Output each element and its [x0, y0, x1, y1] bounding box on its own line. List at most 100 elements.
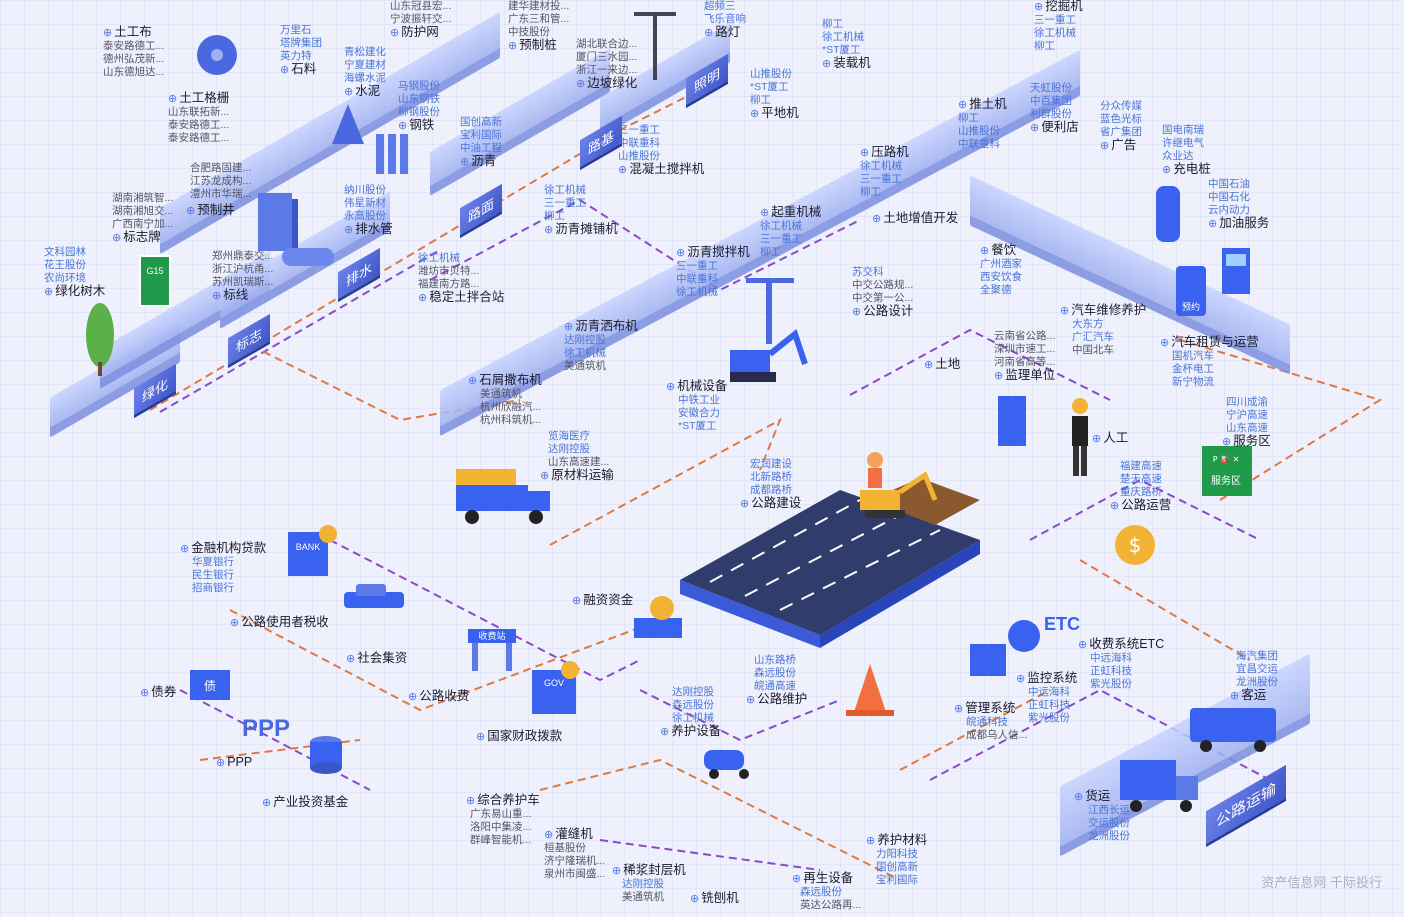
company: 三一重工 — [860, 173, 902, 185]
company: 柳钢股份 — [398, 106, 440, 118]
lamp-icon — [634, 12, 676, 80]
company: 杭州欣融汽... — [480, 401, 542, 413]
link-maint-1 — [639, 689, 841, 742]
node-title: 养护设备 — [660, 725, 721, 739]
company: 建华建材投... — [508, 0, 570, 12]
link-transport — [1079, 559, 1251, 661]
company: 美通筑机 — [564, 360, 606, 372]
node-title: 沥青摊铺机 — [544, 223, 618, 237]
rental-sign-icon: 预约 — [1176, 266, 1206, 316]
company: 中远海科 — [1090, 652, 1132, 664]
node-machinery: 机械设备 中铁工业 安徽合力 *ST厦工 — [666, 380, 727, 433]
node-convenience: 天虹股份 中百集团 利群股份 便利店 — [1030, 82, 1079, 135]
company: 全聚德 — [980, 284, 1012, 296]
link-finance-1 — [329, 539, 641, 682]
node-signboard: 湖南湘筑智... 湖南湘旭交... 广西南宁加... 标志牌 — [112, 192, 173, 245]
company: 重庆路桥 — [1120, 486, 1162, 498]
node-title: 加油服务 — [1208, 217, 1269, 231]
node-stabilized: 徐工机械 潍坊市贝特... 福建南方路... 稳定土拌合站 — [418, 252, 504, 305]
company: 正虹科技 — [1028, 699, 1070, 711]
company: 万里石 — [280, 24, 312, 36]
node-title: 预制桩 — [508, 39, 569, 53]
node-financing: 融资资金 — [572, 594, 633, 608]
company: 皖通高速 — [754, 680, 796, 692]
node-bulldozer: 推土机 柳工 山推股份 中联重科 — [958, 98, 1007, 151]
company: 飞乐音响 — [704, 13, 746, 25]
node-title: 沥青洒布机 — [564, 320, 638, 334]
node-title: 沥青搅拌机 — [676, 246, 750, 260]
company: 三一重工 — [1034, 14, 1076, 26]
svg-text:收费站: 收费站 — [478, 630, 505, 641]
company: 山推股份 — [750, 68, 792, 80]
node-grader: 山推股份 *ST厦工 柳工 平地机 — [750, 68, 799, 121]
node-slope: 湖北联合边... 厦门三水园... 浙江一来边... 边坡绿化 — [576, 38, 637, 91]
link-upstream-2 — [159, 249, 441, 413]
company: 深圳市速工... — [994, 343, 1056, 355]
node-title: 餐饮 — [980, 244, 1022, 258]
company: 塔牌集团 — [280, 37, 322, 49]
node-stone: 万里石 塔牌集团 英力特 石料 — [280, 24, 322, 77]
node-title: 社会集资 — [346, 652, 407, 666]
charger-icon — [1156, 186, 1180, 242]
company: 森远股份 — [800, 886, 842, 898]
node-repair: 汽车维修养护 大东方 广汇汽车 中国北车 — [1060, 304, 1146, 357]
company: 达刚控股 — [564, 334, 606, 346]
company: 中铁工业 — [678, 394, 720, 406]
maintain-truck-icon — [704, 750, 749, 779]
svg-text:PPP: PPP — [242, 715, 290, 742]
monitor-screen-icon — [970, 644, 1006, 676]
node-title: 汽车维修养护 — [1060, 304, 1146, 318]
company: 中国北车 — [1072, 344, 1114, 356]
company: 浙江沪杭甬... — [212, 263, 274, 275]
node-title: 客运 — [1230, 689, 1278, 703]
node-title: 装载机 — [822, 57, 871, 71]
company: 徐工机械 — [860, 160, 902, 172]
link-service — [1179, 339, 1383, 501]
node-title: 货运 — [1074, 790, 1130, 804]
node-servicearea: 四川成渝 宁沪高速 山东高速 服务区 — [1222, 396, 1271, 449]
link-maint-2 — [539, 758, 901, 881]
company: 中联重科 — [618, 137, 660, 149]
company: 柳工 — [958, 112, 979, 124]
company: 山东路桥 — [754, 654, 796, 666]
company: 徐工机械 — [1034, 27, 1076, 39]
node-title: 融资资金 — [572, 594, 633, 608]
company: 泰安路德工... — [103, 40, 165, 52]
node-title: 原材料运输 — [540, 469, 614, 483]
company: 龙洲股份 — [1088, 830, 1130, 842]
node-title: 石料 — [280, 63, 322, 77]
node-etc: 收费系统ETC 中远海科 正虹科技 紫光股份 — [1078, 638, 1164, 691]
crane-icon — [746, 278, 794, 344]
company: 柳工 — [860, 186, 881, 198]
company: 国机汽车 — [1172, 350, 1214, 362]
car-icon — [344, 584, 404, 608]
node-title: 石屑撒布机 — [468, 374, 542, 388]
company: 中联重科 — [958, 138, 1000, 150]
node-precast: 建华建材投... 广东三和管... 中技股份 预制桩 — [508, 0, 569, 53]
node-title: 土地 — [924, 358, 960, 372]
company: 苏交科 — [852, 266, 884, 278]
company: 济宁隆瑞机... — [544, 855, 606, 867]
company: 力阳科技 — [876, 848, 918, 860]
tree-icon — [86, 303, 114, 376]
node-title: 管理系统 — [954, 702, 1027, 716]
node-ppp: PPP — [216, 756, 252, 770]
node-labor: 人工 — [1092, 432, 1128, 446]
company: *ST厦工 — [678, 420, 717, 432]
company: 广汇汽车 — [1072, 331, 1114, 343]
company: 森远股份 — [672, 699, 714, 711]
node-mixer: 三一重工 中联重科 山推股份 混凝土搅拌机 — [618, 124, 704, 177]
etc-icon: ETC — [1008, 614, 1080, 652]
node-loan: 金融机构贷款 华夏银行 民生银行 招商银行 — [180, 542, 266, 595]
company: 柳工 — [760, 246, 781, 258]
node-maintainmat: 养护材料 力阳科技 国创高新 宝利国际 — [866, 834, 927, 887]
node-title: 绿化树木 — [44, 285, 105, 299]
node-title: 边坡绿化 — [576, 77, 637, 91]
ppp-icon: PPP — [242, 715, 290, 742]
company: 英达公路再... — [800, 899, 862, 911]
node-steel: 马钢股份 山东钢铁 柳钢股份 钢铁 — [398, 80, 440, 133]
company: 交运股份 — [1088, 817, 1130, 829]
company: 桓基股份 — [544, 842, 586, 854]
company: 民生银行 — [192, 569, 234, 581]
company: 柳工 — [544, 210, 565, 222]
